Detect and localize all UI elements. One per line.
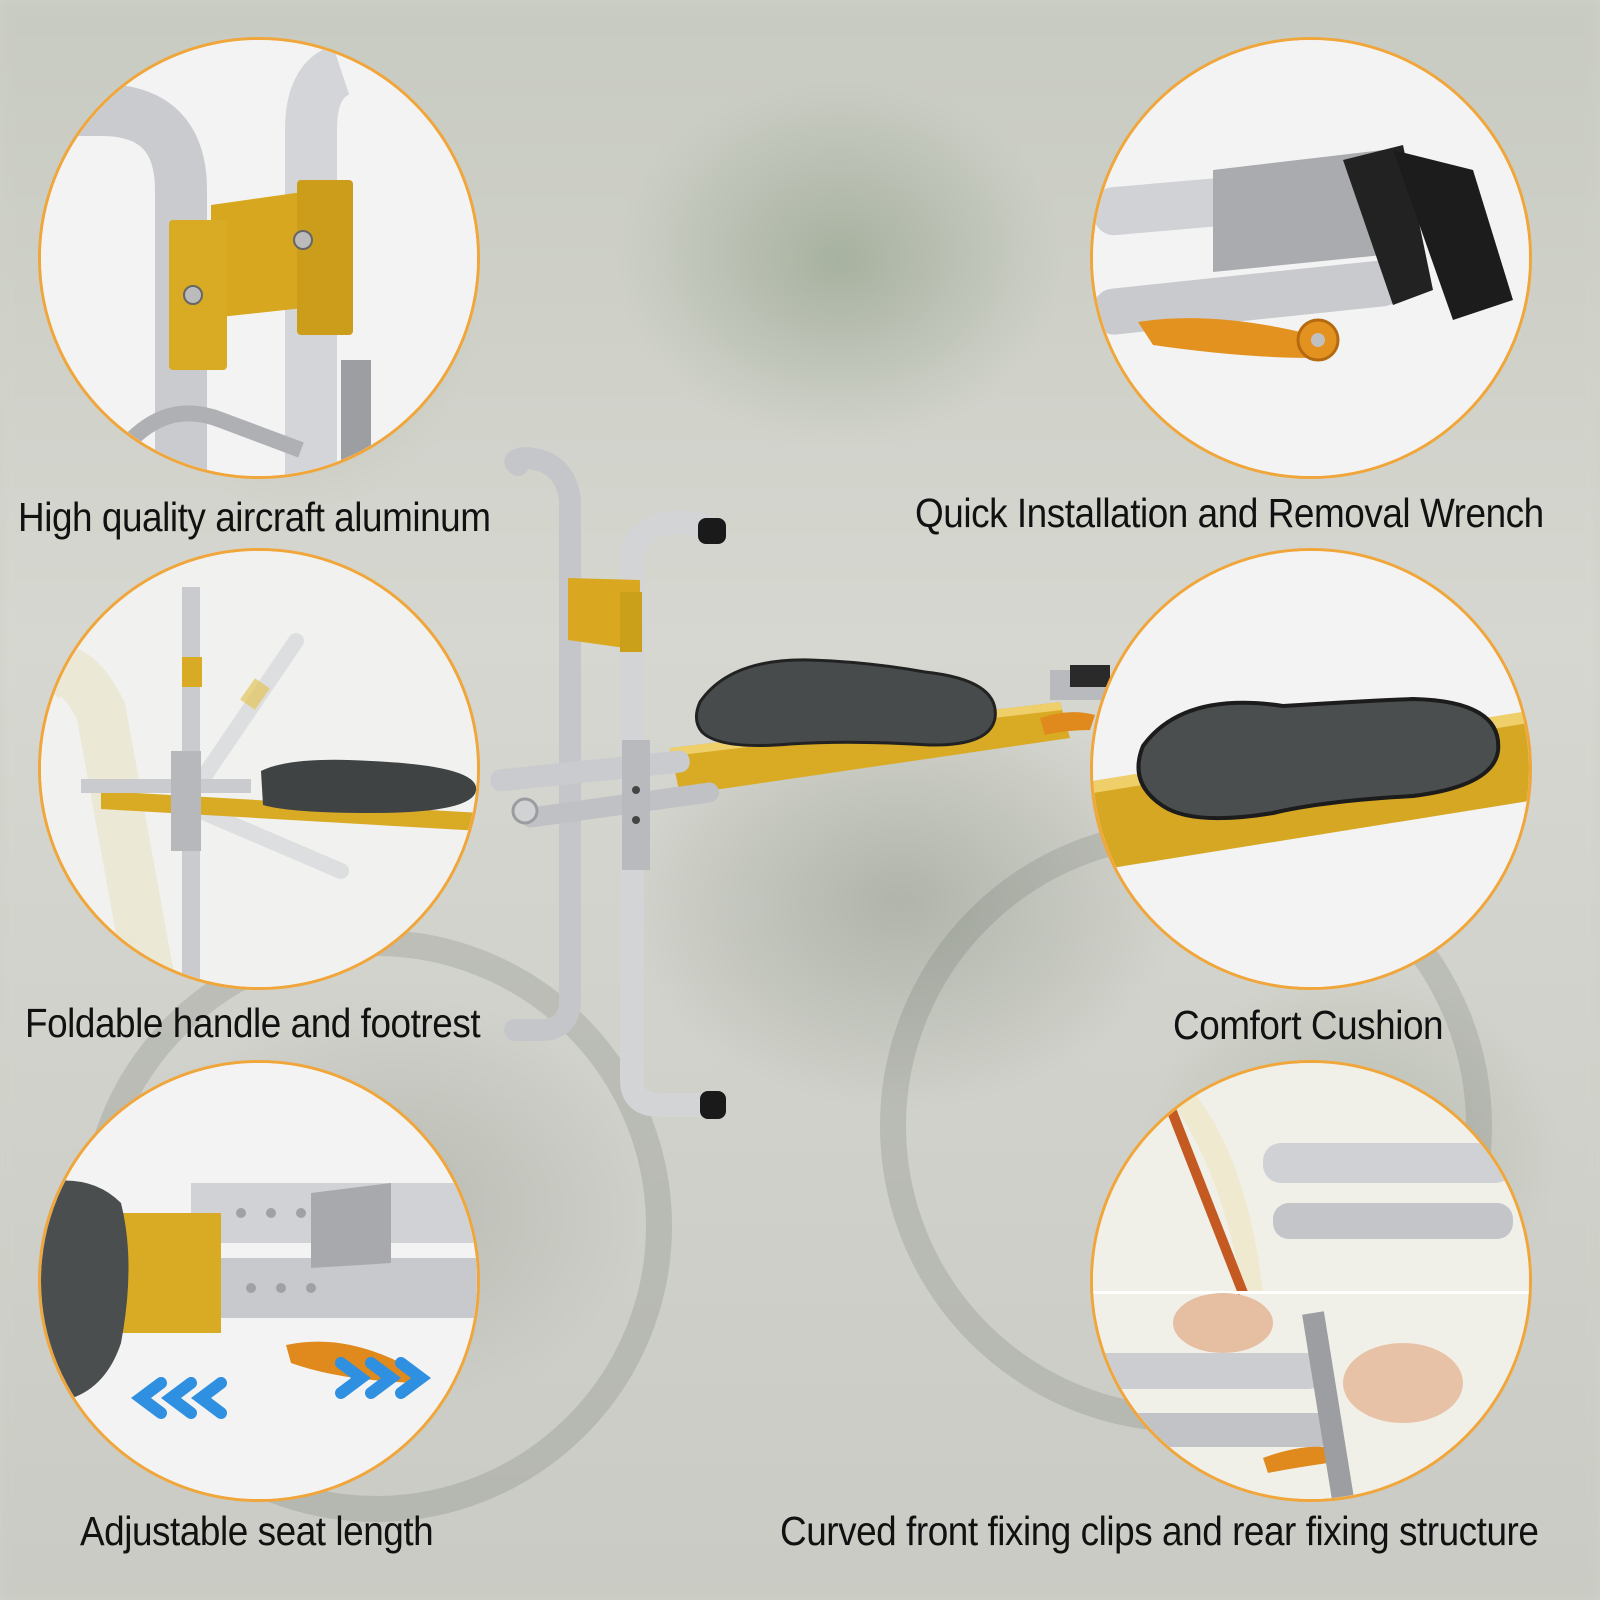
- detail-circle-wrench: [1090, 37, 1532, 479]
- caption-aluminum: High quality aircraft aluminum: [18, 494, 491, 540]
- aluminum-frame-closeup-icon: [41, 40, 477, 476]
- caption-clips: Curved front fixing clips and rear fixin…: [780, 1508, 1539, 1554]
- caption-cushion: Comfort Cushion: [1173, 1002, 1444, 1048]
- product-child-bike-seat: [490, 446, 1110, 1119]
- detail-circle-length: [38, 1060, 480, 1502]
- detail-circle-cushion: [1090, 548, 1532, 990]
- caption-length: Adjustable seat length: [80, 1508, 434, 1554]
- adjustable-rail-closeup-icon: [41, 1063, 477, 1499]
- detail-circle-clips: [1090, 1060, 1532, 1502]
- footrest-cap: [700, 1091, 726, 1119]
- caption-foldable: Foldable handle and footrest: [25, 1000, 481, 1046]
- caption-wrench: Quick Installation and Removal Wrench: [915, 490, 1544, 536]
- handle-cap: [698, 518, 726, 544]
- fixing-clips-closeup-icon: [1093, 1063, 1529, 1499]
- seat-cushion-closeup-icon: [1093, 551, 1529, 987]
- detail-circle-aluminum: [38, 37, 480, 479]
- detail-circle-foldable: [38, 548, 480, 990]
- folding-handle-closeup-icon: [41, 551, 477, 987]
- quick-release-wrench-closeup-icon: [1093, 40, 1529, 476]
